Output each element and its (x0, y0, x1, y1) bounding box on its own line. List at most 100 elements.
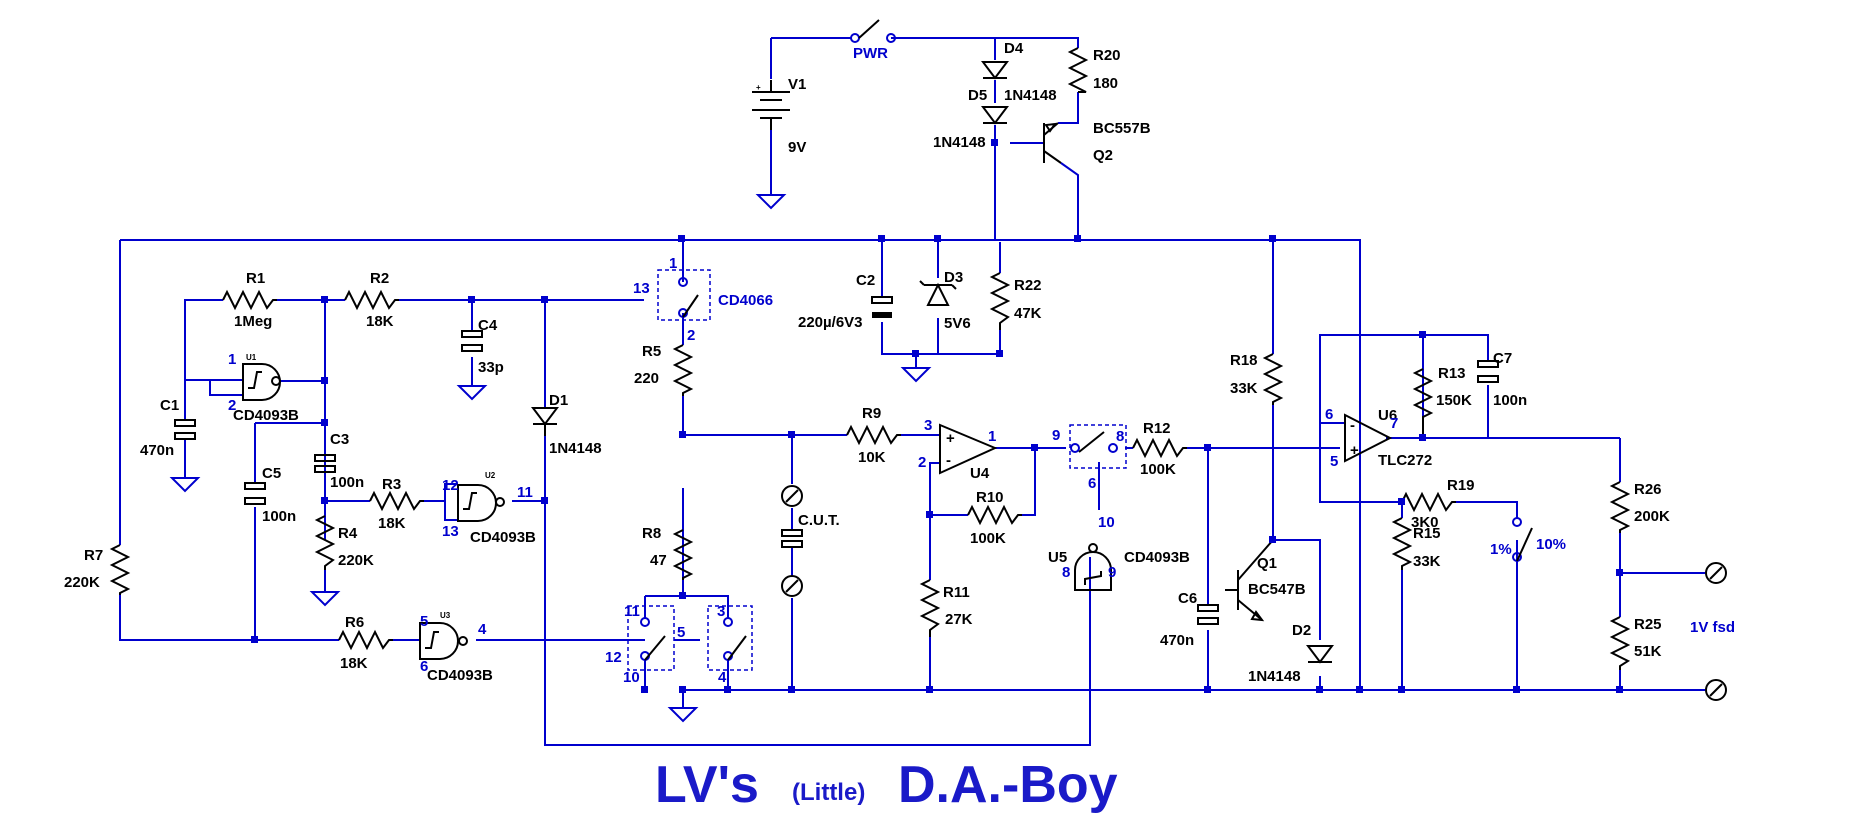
label-c6-value: 470n (1160, 632, 1194, 649)
label-r5-ref: R5 (642, 343, 661, 360)
label-r4-value: 220K (338, 552, 374, 569)
output-terminal-top (1705, 562, 1727, 584)
label-r7-ref: R7 (84, 547, 103, 564)
nand-u2 (457, 484, 497, 522)
label-d1-ref: D1 (549, 392, 568, 409)
label-r3-value: 18K (378, 515, 406, 532)
nand-u5 (1074, 551, 1112, 591)
label-r26-value: 200K (1634, 508, 1670, 525)
capacitor-c6 (1197, 604, 1219, 625)
label-r18-ref: R18 (1230, 352, 1258, 369)
pin-u6-6: 6 (1325, 406, 1333, 423)
pin-u5-8: 8 (1062, 564, 1070, 581)
label-c3-ref: C3 (330, 431, 349, 448)
label-u5-value: CD4093B (1124, 549, 1190, 566)
label-u3-value: CD4093B (427, 667, 493, 684)
capacitor-c2 (871, 296, 893, 318)
label-c1-value: 470n (140, 442, 174, 459)
label-r3-ref: R3 (382, 476, 401, 493)
label-r19-ref: R19 (1447, 477, 1475, 494)
opamp-u4 (939, 423, 998, 475)
junction-dots (251, 139, 1623, 693)
pin-numbers: 1 2 12 13 11 5 6 4 1 13 2 11 3 5 12 10 4… (228, 255, 1398, 686)
resistor-r6 (338, 629, 393, 651)
label-r11-ref: R11 (943, 584, 970, 601)
pin-u4-1: 1 (988, 428, 996, 445)
zener-d3 (919, 280, 957, 306)
label-r6-ref: R6 (345, 614, 364, 631)
label-r8-ref: R8 (642, 525, 661, 542)
label-c5-value: 100n (262, 508, 296, 525)
pin-u5-10: 10 (1098, 514, 1115, 531)
label-q1-value: BC547B (1248, 581, 1306, 598)
pin-u1-2: 2 (228, 397, 236, 414)
pin-sw-9: 9 (1052, 427, 1060, 444)
pin-sw-12: 12 (605, 649, 622, 666)
label-range-10pct: 10% (1536, 536, 1566, 553)
pin-sw-6: 6 (1088, 475, 1096, 492)
svg-text:+: + (946, 430, 955, 447)
label-u1-value: CD4093B (233, 407, 299, 424)
label-d4-ref: D4 (1004, 40, 1024, 57)
resistor-r20 (1067, 47, 1089, 93)
resistor-r19 (1401, 491, 1456, 513)
transistor-q1 (1225, 539, 1274, 622)
label-c7-value: 100n (1493, 392, 1527, 409)
pin-sw-2: 2 (687, 327, 695, 344)
label-r13-value: 150K (1436, 392, 1472, 409)
label-u2-value: CD4093B (470, 529, 536, 546)
label-r22-value: 47K (1014, 305, 1042, 322)
resistor-r4 (314, 515, 336, 570)
label-u3-ref: U3 (440, 611, 451, 620)
nand-u3 (419, 622, 459, 660)
battery-v1: + (752, 80, 790, 130)
resistor-r12 (1132, 437, 1187, 459)
label-v1-ref: V1 (788, 76, 806, 93)
pin-sw-13: 13 (633, 280, 650, 297)
label-u2-ref: U2 (485, 471, 496, 480)
opamp-u6 (1344, 413, 1393, 463)
label-r2-value: 18K (366, 313, 394, 330)
resistors (109, 47, 1631, 670)
switches (627, 19, 1533, 671)
label-u5-ref: U5 (1048, 549, 1067, 566)
label-r2-ref: R2 (370, 270, 389, 287)
pin-sw-3: 3 (717, 603, 725, 620)
capacitors (174, 296, 1499, 625)
svg-text:-: - (946, 452, 951, 469)
transistor-q2 (1043, 122, 1062, 164)
pin-u4-3: 3 (924, 417, 932, 434)
pin-sw-5: 5 (677, 624, 685, 641)
svg-text:+: + (1350, 442, 1359, 459)
capacitor-c7 (1477, 360, 1499, 383)
wiring (119, 37, 1705, 746)
pin-sw-11: 11 (624, 603, 640, 620)
label-r5-value: 220 (634, 370, 659, 387)
label-d2-value: 1N4148 (1248, 668, 1301, 685)
label-r22-ref: R22 (1014, 277, 1042, 294)
label-c2-ref: C2 (856, 272, 875, 289)
label-r15-ref: R15 (1413, 525, 1441, 542)
title-little: (Little) (792, 779, 865, 806)
nand-u1 (242, 363, 281, 401)
op-amps: + - - + (939, 413, 1393, 475)
terminals (781, 485, 1727, 701)
diode-d1 (531, 407, 559, 436)
nand-gates (242, 363, 1112, 660)
label-output-fsd: 1V fsd (1690, 619, 1735, 636)
label-d3-value: 5V6 (944, 315, 971, 332)
resistor-r8 (672, 529, 694, 580)
label-c4-ref: C4 (478, 317, 498, 334)
capacitor-c1 (174, 419, 196, 440)
pin-u2-11: 11 (517, 484, 533, 501)
label-c5-ref: C5 (262, 465, 281, 482)
label-r1-value: 1Meg (234, 313, 272, 330)
label-range-1pct: 1% (1490, 541, 1512, 558)
component-labels: R1 1Meg R2 18K R3 18K R4 220K R5 220 R6 … (64, 40, 1735, 685)
resistor-r5 (672, 344, 694, 396)
diodes (531, 61, 1334, 664)
label-c1-ref: C1 (160, 397, 179, 414)
pin-u3-4: 4 (478, 621, 487, 638)
label-u6-value: TLC272 (1378, 452, 1432, 469)
label-d1-value: 1N4148 (549, 440, 602, 457)
